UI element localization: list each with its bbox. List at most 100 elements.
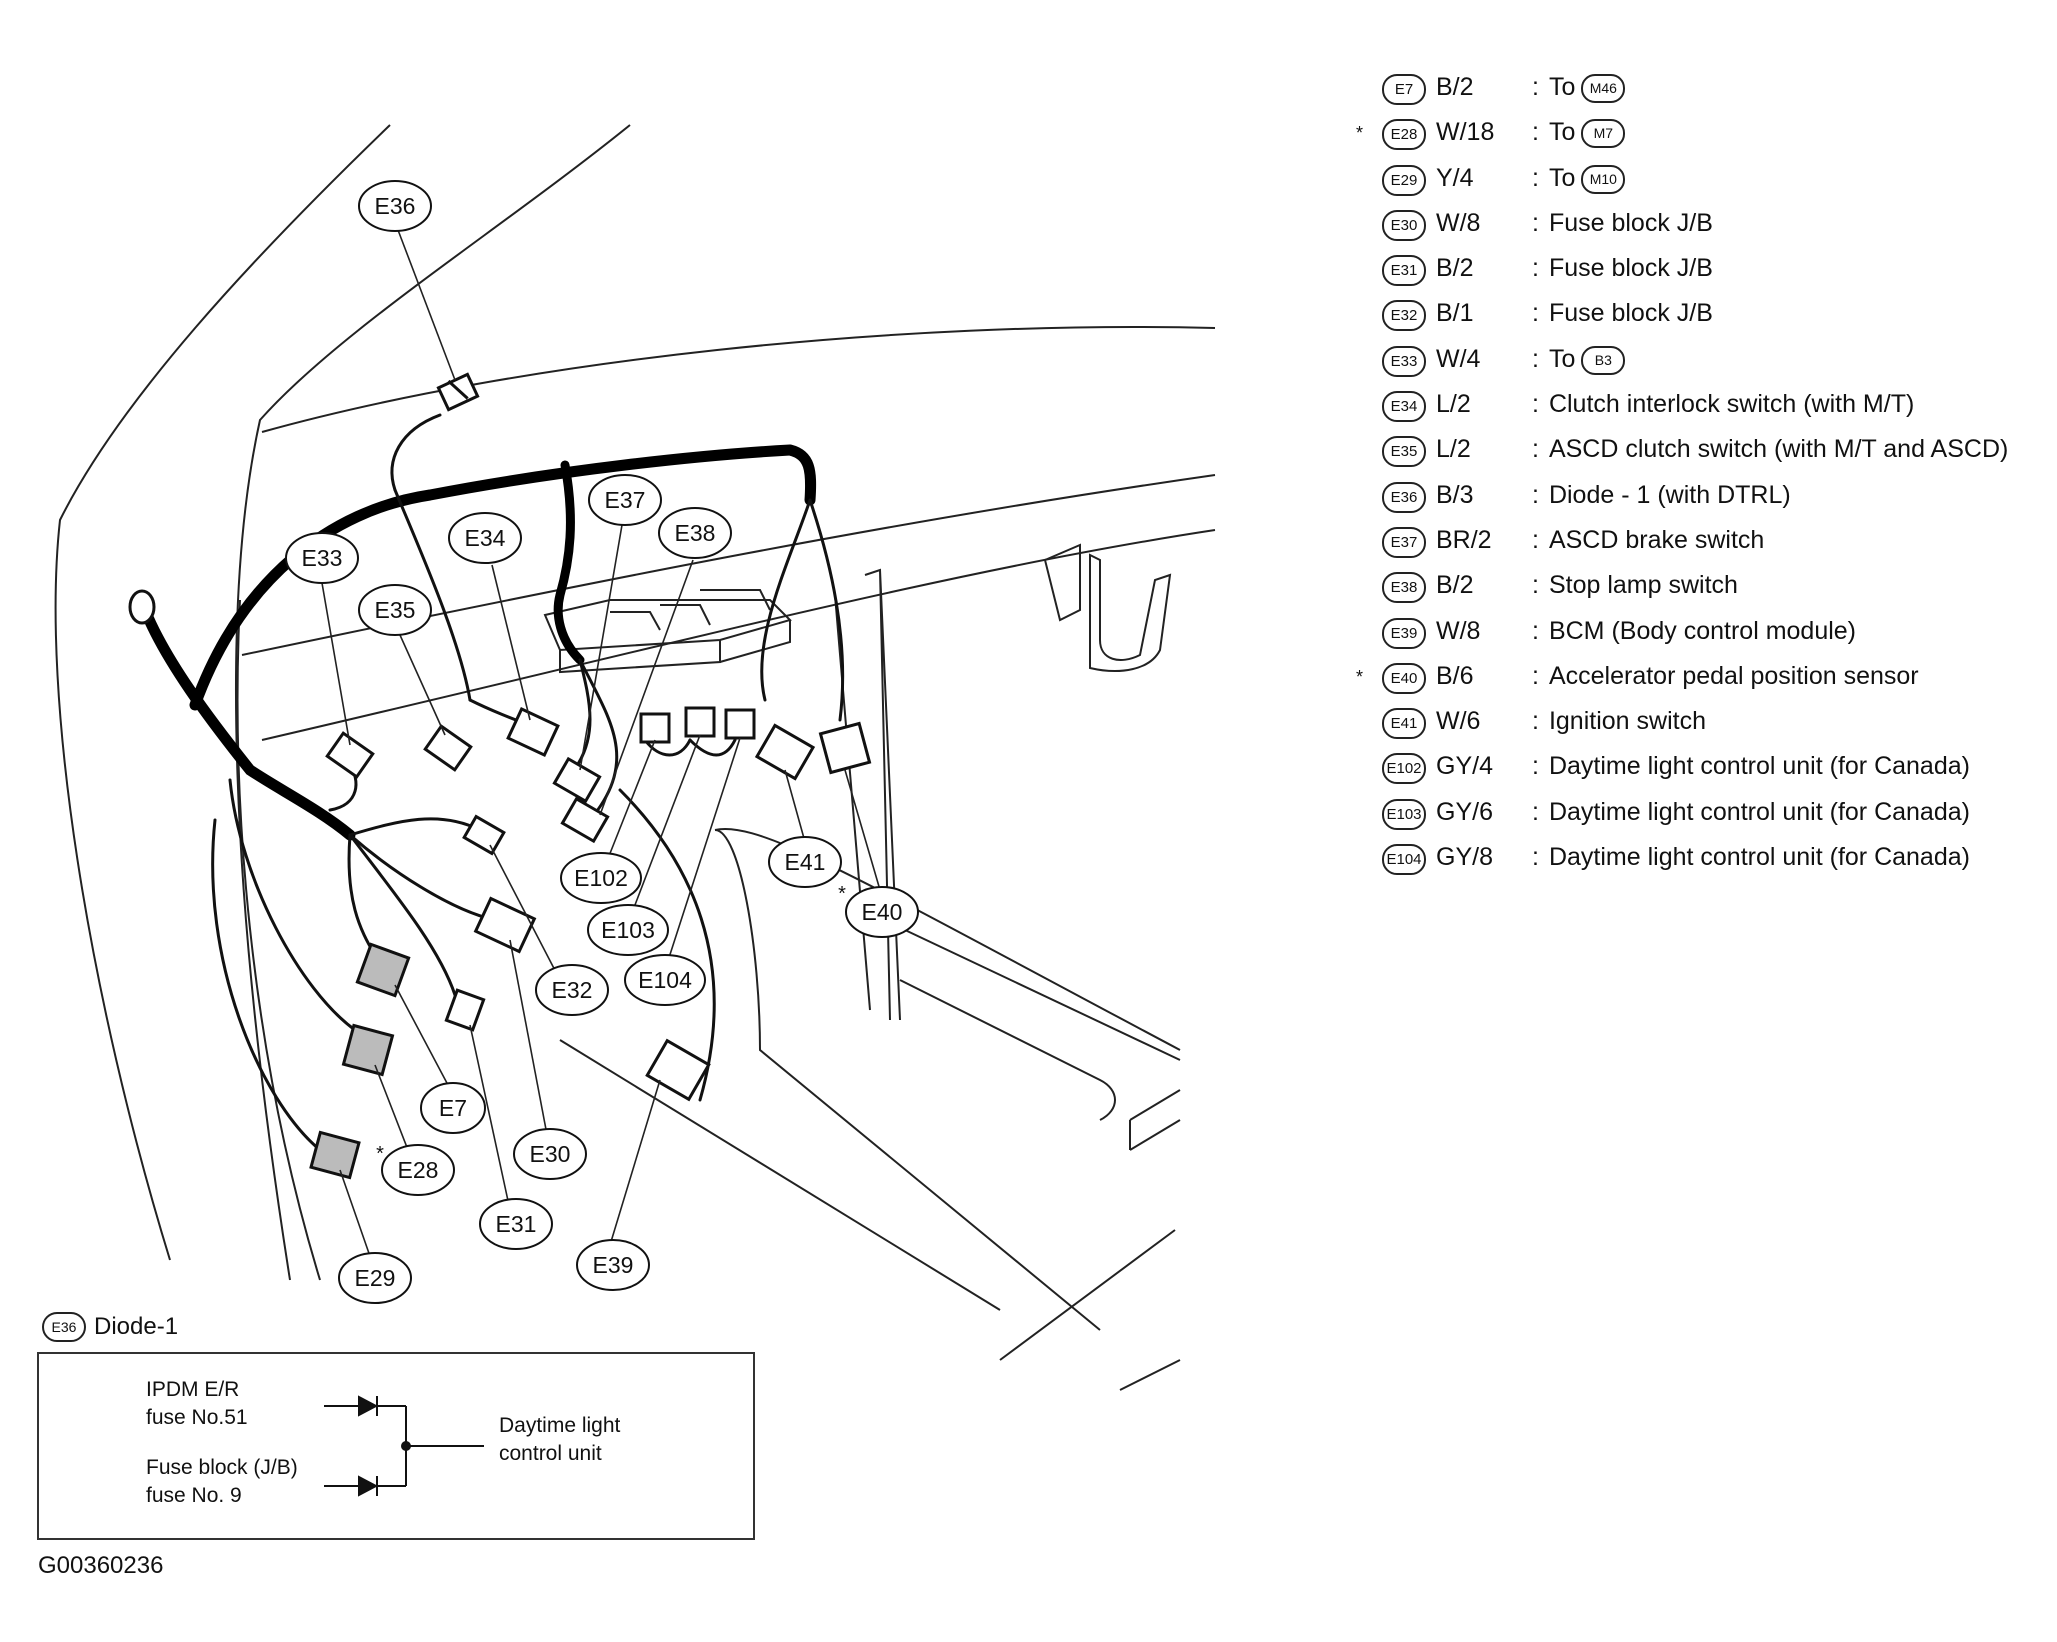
diode-input2-line2: fuse No. 9 [146, 1484, 242, 1507]
legend-description: :Fuse block J/B [1532, 299, 1713, 328]
connector-e29-body [309, 1130, 361, 1180]
callout-e38: E38 [658, 507, 732, 559]
pillar-trim [236, 599, 321, 1281]
legend-description: :Diode - 1 (with DTRL) [1532, 481, 1791, 510]
leader-e104 [664, 737, 741, 971]
console-step-2 [1119, 1359, 1181, 1391]
legend-desc-text: Daytime light control unit (for Canada) [1548, 843, 1970, 872]
diode-output-line2: control unit [499, 1442, 602, 1465]
legend-connector-badge: E102 [1382, 753, 1426, 785]
leader-e32 [489, 844, 561, 981]
connector-e33-body [325, 731, 375, 779]
legend-description: :Daytime light control unit (for Canada) [1532, 798, 1970, 827]
column-bracket [864, 568, 901, 1021]
star-e40: * [838, 883, 846, 905]
legend-wire-code: B/2 [1436, 73, 1474, 101]
connector-e38-body [724, 708, 756, 740]
grommet [128, 589, 156, 625]
callout-e7: E7 [420, 1082, 486, 1134]
harness-branch-center [553, 460, 585, 665]
legend-connector-badge: E36 [1382, 481, 1426, 513]
legend-wire-code: W/8 [1436, 616, 1481, 645]
legend-separator: : [1532, 118, 1539, 147]
harness-trunk [139, 604, 356, 841]
a-pillar-outline [54, 124, 391, 1261]
legend-desc-text: Fuse block J/B [1548, 254, 1713, 283]
connector-e102-body [560, 796, 610, 844]
legend-separator: : [1532, 707, 1539, 736]
svg-text:E33: E33 [302, 545, 343, 571]
leader-e33 [321, 582, 351, 746]
legend-desc-text: Fuse block J/B [1548, 299, 1713, 328]
wire-e28 [228, 778, 357, 1032]
callout-e41: E41 [768, 836, 842, 888]
diode-input2-text: Fuse block (J/B) fuse No. 9 [146, 1454, 298, 1510]
legend-desc-text: Accelerator pedal position sensor [1548, 661, 1919, 690]
svg-text:E29: E29 [355, 1265, 396, 1291]
legend-wire-code: GY/4 [1436, 752, 1493, 781]
callout-e35: E35 [358, 584, 432, 636]
diode-connector-badge: E36 [42, 1312, 86, 1342]
connector-e37-body [552, 756, 602, 804]
legend-connector-badge: E39 [1382, 617, 1426, 649]
wire-e35 [393, 488, 472, 702]
svg-text:E28: E28 [398, 1157, 439, 1183]
callout-e32: E32 [535, 964, 609, 1016]
diode-arrow-top [358, 1395, 379, 1417]
legend-wire-code: B/1 [1436, 299, 1474, 328]
callout-e28: E28 [381, 1144, 455, 1196]
dash-bottom [559, 1039, 1001, 1311]
legend-wire-code: B/2 [1436, 571, 1474, 600]
leader-e37 [579, 524, 623, 771]
legend-separator: : [1532, 752, 1539, 781]
legend-desc-text: To [1548, 344, 1576, 373]
callout-e37: E37 [588, 474, 662, 526]
legend-separator: : [1532, 390, 1539, 419]
svg-text:E30: E30 [530, 1141, 571, 1167]
legend-wire-code: Y/4 [1436, 163, 1474, 192]
legend-separator: : [1532, 571, 1539, 600]
diode-title-text: Diode-1 [94, 1313, 179, 1340]
legend-desc-text: To [1548, 163, 1576, 192]
legend-connector-badge: E41 [1382, 708, 1426, 740]
svg-text:E36: E36 [375, 193, 416, 219]
wire-e30 [348, 833, 497, 922]
pedal-bracket [1043, 543, 1081, 622]
leader-e34 [491, 564, 531, 721]
diode-circuit-symbol [324, 1395, 484, 1497]
leader-e7 [394, 984, 449, 1086]
svg-text:E40: E40 [862, 899, 903, 925]
legend-connector-badge: E40 [1382, 662, 1426, 694]
wire-e36 [390, 413, 442, 492]
connector-e41-body [754, 723, 816, 781]
wire-e41 [760, 498, 812, 702]
legend-wire-code: BR/2 [1436, 525, 1492, 554]
wire-e102 [578, 658, 619, 822]
connector-e36-body [436, 372, 480, 412]
legend-desc-text: Daytime light control unit (for Canada) [1548, 752, 1970, 781]
console-edge [714, 828, 1181, 1051]
legend-separator: : [1532, 843, 1539, 872]
legend-desc-text: Ignition switch [1548, 707, 1706, 736]
svg-text:E41: E41 [785, 849, 826, 875]
connector-e31-body [444, 988, 486, 1032]
a-pillar-inner [235, 124, 631, 1281]
wire-e40 [808, 498, 845, 722]
legend-separator: : [1532, 254, 1539, 283]
callout-e31: E31 [479, 1198, 553, 1250]
leader-e31 [469, 1024, 511, 1211]
leader-e40 [844, 769, 881, 891]
legend-star: * [1356, 123, 1364, 144]
legend-description: : Stop lamp switch [1532, 571, 1738, 600]
leader-e28 [374, 1064, 409, 1151]
legend-wire-code: W/8 [1436, 208, 1481, 237]
connector-e32-body [462, 814, 506, 856]
legend-separator: : [1532, 435, 1539, 464]
legend-row: E102 GY/4: Daytime light control unit (for… [1370, 749, 2040, 794]
legend-description: :Fuse block J/B [1532, 209, 1713, 238]
legend-separator: : [1532, 344, 1539, 373]
legend-desc-text: Stop lamp switch [1548, 571, 1738, 600]
